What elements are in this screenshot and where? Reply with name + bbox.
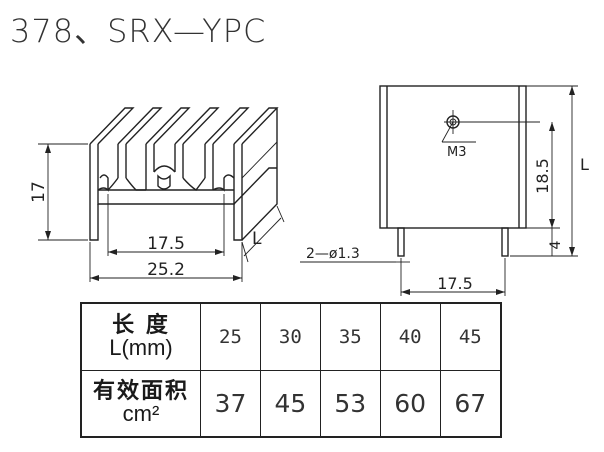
heatsink-outline: [89, 107, 279, 241]
spec-table: 长 度 L(mm) 25 30 35 40 45 有效面积 cm² 37 45 …: [80, 302, 502, 438]
page-title: 378、SRX—YPC: [10, 12, 267, 50]
thread-label: M3: [447, 145, 467, 160]
area-header-zh: 有效面积: [92, 379, 189, 405]
length-header-zh: 长 度: [112, 312, 170, 338]
area-header-unit: cm²: [122, 401, 160, 427]
length-cell: 30: [259, 302, 321, 371]
dim-height: 17: [29, 143, 88, 241]
dim-total-width: 25.2: [89, 242, 243, 282]
table-row-length: 长 度 L(mm) 25 30 35 40 45: [80, 302, 502, 371]
area-cell: 53: [319, 369, 381, 438]
length-cell: 25: [200, 302, 261, 371]
dim-inner-width: 17.5: [107, 194, 225, 256]
dim-height-label: 17: [29, 181, 49, 203]
dim-side-length-label: L: [580, 155, 589, 174]
area-cell: 60: [379, 369, 441, 438]
dim-hole-height-label: 18.5: [533, 158, 552, 194]
area-cell: 45: [259, 369, 321, 438]
area-cell: 37: [200, 369, 261, 438]
dim-inner-width-label: 17.5: [147, 234, 185, 254]
pin-diameter-label: 2—ø1.3: [306, 246, 360, 262]
length-header-cell: 长 度 L(mm): [80, 302, 201, 371]
area-cell: 67: [439, 369, 502, 438]
length-cell: 40: [379, 302, 441, 371]
table-row-area: 有效面积 cm² 37 45 53 60 67: [80, 369, 502, 438]
dim-pin-length-label: 4: [548, 240, 564, 249]
area-header-cell: 有效面积 cm²: [80, 369, 201, 438]
dim-total-width-label: 25.2: [147, 260, 185, 280]
dim-length-label: L: [252, 229, 262, 249]
length-header-unit: L(mm): [109, 334, 173, 360]
dim-length-oblique: L: [241, 205, 285, 263]
dim-pin-spacing-label: 17.5: [437, 274, 473, 293]
heatsink-side-view: M3 L 18.5 4 2—ø1.3 17.5: [300, 85, 589, 296]
length-cell: 35: [319, 302, 381, 371]
length-cell: 45: [439, 302, 502, 371]
